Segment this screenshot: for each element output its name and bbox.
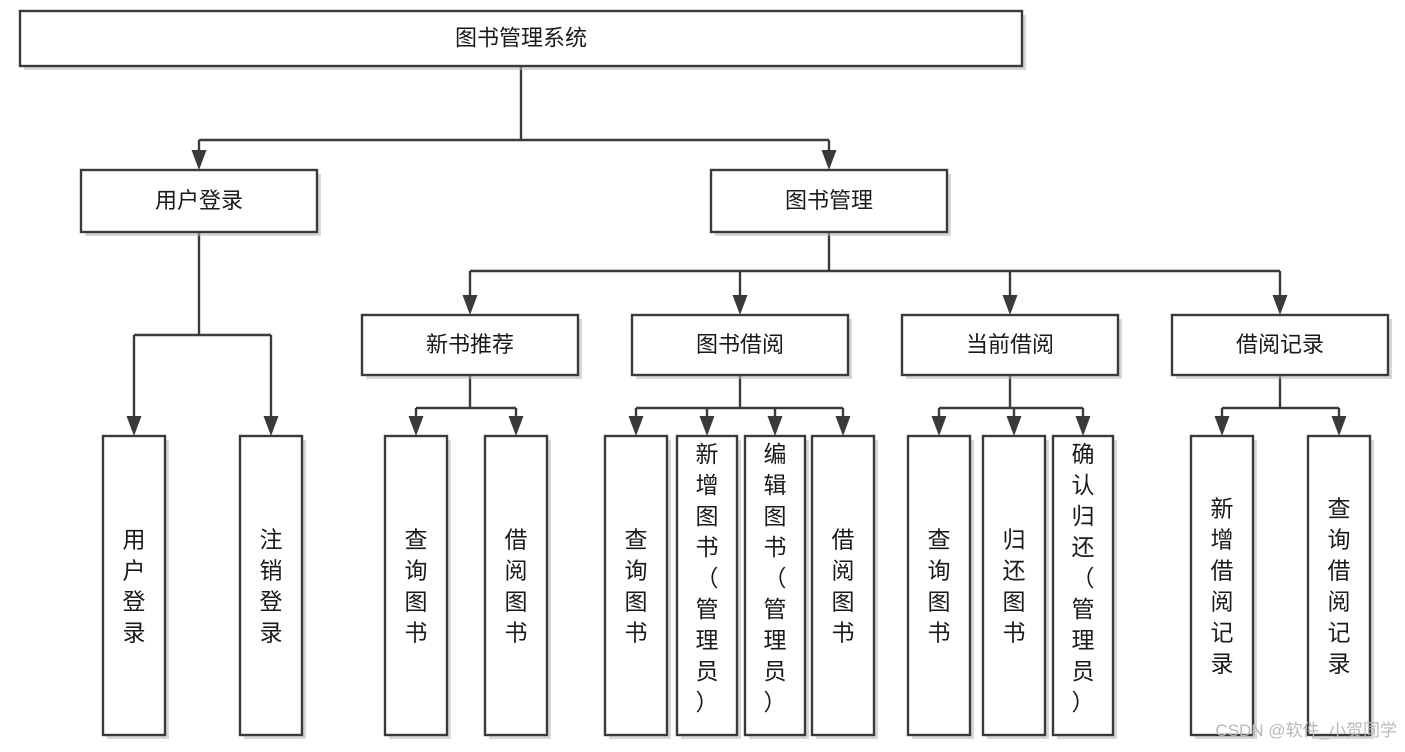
node-leaf-edit-book-admin[interactable]: 编辑图书（管理员）: [743, 434, 809, 739]
node-leaf-query-borrow-record-label: 查询借阅记录: [1328, 496, 1351, 677]
node-leaf-user-logout[interactable]: 注销登录: [238, 434, 306, 739]
arrow-to-leaf-edit-book-admin-head: [767, 416, 783, 436]
arrow-to-leaf-add-borrow-record-head: [1214, 416, 1230, 436]
node-current-borrow[interactable]: 当前借阅: [900, 313, 1122, 379]
arrow-to-book-borrow-head: [732, 295, 748, 315]
node-user-login-label: 用户登录: [155, 188, 243, 213]
node-leaf-return-book-box: [981, 434, 1047, 737]
arrow-to-leaf-borrow-book-recommend-head: [508, 416, 524, 436]
arrow-to-leaf-user-logout-head: [263, 416, 279, 436]
node-current-borrow-label: 当前借阅: [966, 332, 1054, 357]
node-book-management[interactable]: 图书管理: [709, 168, 951, 236]
arrow-to-leaf-borrow-book-head: [835, 416, 851, 436]
node-book-borrow[interactable]: 图书借阅: [630, 313, 852, 379]
node-user-login[interactable]: 用户登录: [79, 168, 321, 236]
node-borrow-record-box: [1170, 313, 1390, 377]
node-leaf-return-book-label: 归还图书: [1003, 527, 1026, 646]
node-leaf-return-book[interactable]: 归还图书: [981, 434, 1049, 739]
node-book-management-box: [709, 168, 949, 234]
node-leaf-confirm-return-admin[interactable]: 确认归还（管理员）: [1051, 434, 1117, 739]
node-leaf-add-book-admin-label: 新增图书（管理员）: [696, 441, 719, 715]
arrow-to-leaf-query-book-current-head: [931, 416, 947, 436]
node-leaf-borrow-book[interactable]: 借阅图书: [810, 434, 878, 739]
arrow-to-leaf-add-book-admin-head: [699, 416, 715, 436]
node-leaf-user-logout-box: [238, 434, 304, 737]
arrow-to-leaf-confirm-return-admin-head: [1075, 416, 1091, 436]
node-leaf-query-book-recommend-box: [383, 434, 449, 737]
arrow-to-book-management-head: [821, 150, 837, 170]
node-leaf-query-book-recommend-label: 查询图书: [405, 527, 428, 646]
node-leaf-add-book-admin[interactable]: 新增图书（管理员）: [675, 434, 741, 739]
node-leaf-user-login[interactable]: 用户登录: [101, 434, 169, 739]
node-leaf-borrow-book-box: [810, 434, 876, 737]
connector-layer: [126, 66, 1347, 436]
arrow-to-current-borrow-head: [1002, 295, 1018, 315]
node-leaf-add-borrow-record-label: 新增借阅记录: [1211, 496, 1234, 677]
arrow-to-leaf-user-login-head: [126, 416, 142, 436]
node-leaf-query-book-current-label: 查询图书: [928, 527, 951, 646]
node-leaf-borrow-book-recommend-box: [483, 434, 549, 737]
arrow-to-leaf-return-book-head: [1006, 416, 1022, 436]
arrow-to-new-book-recommend-head: [462, 295, 478, 315]
node-current-borrow-box: [900, 313, 1120, 377]
node-leaf-user-logout-label: 注销登录: [260, 527, 283, 646]
node-leaf-query-borrow-record[interactable]: 查询借阅记录: [1306, 434, 1374, 739]
node-book-management-label: 图书管理: [785, 188, 873, 213]
node-leaf-query-borrow-record-box: [1306, 434, 1372, 737]
arrow-to-leaf-query-book-borrow-head: [628, 416, 644, 436]
node-borrow-record-label: 借阅记录: [1236, 332, 1324, 357]
node-leaf-edit-book-admin-label: 编辑图书（管理员）: [764, 441, 787, 715]
arrow-to-borrow-record-head: [1272, 295, 1288, 315]
node-root-root-box: [18, 9, 1024, 68]
node-new-book-recommend-box: [360, 313, 580, 377]
node-root-root-label: 图书管理系统: [455, 25, 587, 50]
node-leaf-add-borrow-record[interactable]: 新增借阅记录: [1189, 434, 1257, 739]
node-layer: 图书管理系统用户登录图书管理新书推荐图书借阅当前借阅借阅记录用户登录注销登录查询…: [18, 9, 1392, 739]
node-leaf-confirm-return-admin-box: [1051, 434, 1115, 737]
arrow-to-leaf-query-borrow-record-head: [1331, 416, 1347, 436]
node-leaf-edit-book-admin-box: [743, 434, 807, 737]
node-leaf-add-book-admin-box: [675, 434, 739, 737]
node-new-book-recommend[interactable]: 新书推荐: [360, 313, 582, 379]
node-leaf-query-book-borrow[interactable]: 查询图书: [603, 434, 671, 739]
node-book-borrow-label: 图书借阅: [696, 332, 784, 357]
arrow-to-leaf-query-book-recommend-head: [408, 416, 424, 436]
node-new-book-recommend-label: 新书推荐: [426, 332, 514, 357]
node-book-borrow-box: [630, 313, 850, 377]
arrow-to-user-login-head: [191, 150, 207, 170]
node-leaf-borrow-book-recommend-label: 借阅图书: [505, 527, 528, 646]
node-leaf-borrow-book-recommend[interactable]: 借阅图书: [483, 434, 551, 739]
node-leaf-user-login-label: 用户登录: [123, 527, 146, 646]
node-leaf-query-book-current[interactable]: 查询图书: [906, 434, 974, 739]
node-user-login-box: [79, 168, 319, 234]
node-leaf-query-book-recommend[interactable]: 查询图书: [383, 434, 451, 739]
node-root-root[interactable]: 图书管理系统: [18, 9, 1026, 70]
node-leaf-query-book-borrow-label: 查询图书: [625, 527, 648, 646]
node-leaf-add-borrow-record-box: [1189, 434, 1255, 737]
node-leaf-borrow-book-label: 借阅图书: [832, 527, 855, 646]
node-leaf-user-login-box: [101, 434, 167, 737]
node-leaf-query-book-current-box: [906, 434, 972, 737]
node-leaf-confirm-return-admin-label: 确认归还（管理员）: [1072, 441, 1095, 715]
csdn-watermark: CSDN @软件_小贺同学: [1215, 721, 1397, 740]
node-borrow-record[interactable]: 借阅记录: [1170, 313, 1392, 379]
node-leaf-query-book-borrow-box: [603, 434, 669, 737]
